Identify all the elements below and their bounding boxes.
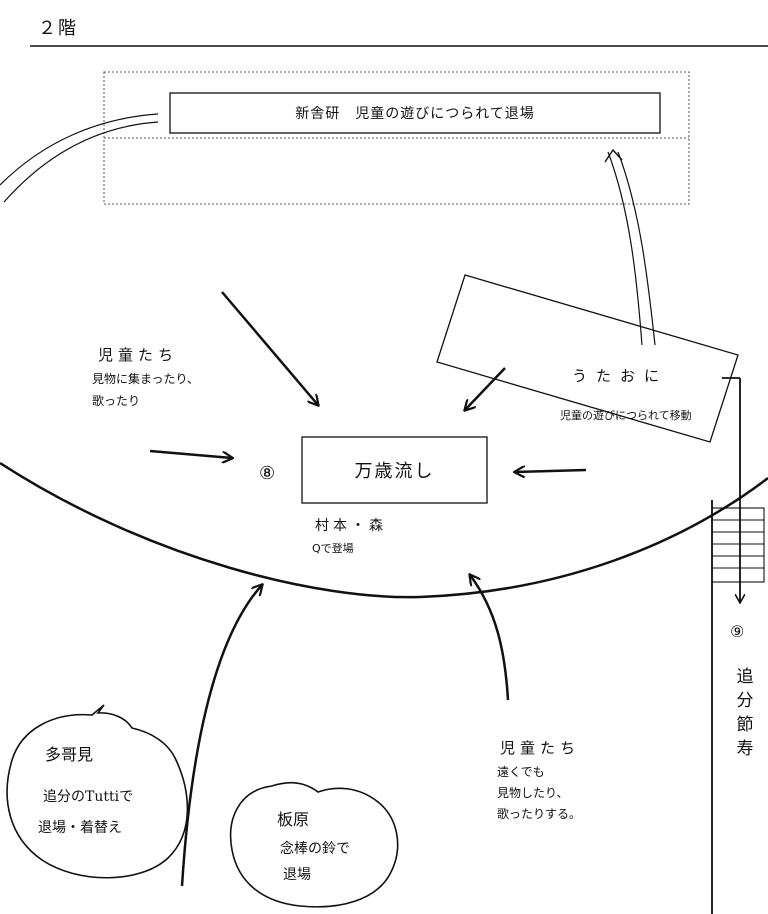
speech-bubble-icon — [6, 704, 189, 879]
arrow-left-icon — [515, 470, 587, 472]
center-box-title: 万歳流し — [354, 461, 435, 482]
bubble-right-line: 退場 — [283, 867, 311, 883]
utaoni-tilted-box — [436, 274, 739, 443]
children-left-title: 児童たち — [98, 346, 179, 364]
bubble-left-line: 退場・着替え — [38, 820, 122, 836]
arrow-down-right-icon — [221, 291, 318, 405]
bubble-left-line: 追分のTuttiで — [43, 789, 134, 805]
scene-number-8: ⑧ — [259, 463, 276, 484]
children-right-line: 歌ったりする。 — [497, 807, 582, 821]
bubble-left-line: 多哥見 — [45, 745, 94, 764]
floor-label: ２階 — [38, 18, 78, 39]
performer-names: 村本・森 — [315, 518, 387, 534]
arrow-down-icon — [465, 367, 506, 410]
children-left-line: 歌ったり — [92, 394, 141, 408]
arrow-up-icon — [180, 585, 262, 887]
utaoni-subtitle: 児童の遊びにつられて移動 — [560, 409, 692, 422]
right-vertical-text: 追分節寿 — [736, 667, 754, 759]
upper-area-frame — [103, 71, 690, 205]
arrow-right-icon — [149, 449, 232, 458]
top-box-label: 新舎研 児童の遊びにつられて退場 — [295, 106, 535, 122]
performer-cue: Qで登場 — [312, 542, 354, 555]
bubble-right-line: 念棒の鈴で — [280, 841, 350, 857]
top-label-box — [169, 92, 661, 134]
children-left-line: 見物に集まったり、 — [92, 372, 200, 386]
left-exit-path — [0, 113, 159, 203]
children-right-line: 遠くでも — [497, 765, 545, 779]
arrow-up-icon — [470, 575, 510, 701]
stage-arc — [0, 461, 768, 599]
bubble-right-line: 板原 — [277, 810, 310, 829]
stair-icon — [711, 507, 765, 583]
children-right-title: 児童たち — [500, 739, 581, 757]
center-box — [301, 436, 488, 504]
scene-number-9: ⑨ — [730, 622, 745, 641]
children-right-line: 見物したり、 — [497, 786, 569, 800]
speech-bubble-icon — [229, 781, 399, 908]
utaoni-title: うたおに — [572, 367, 669, 385]
utaoni-path — [604, 148, 656, 346]
